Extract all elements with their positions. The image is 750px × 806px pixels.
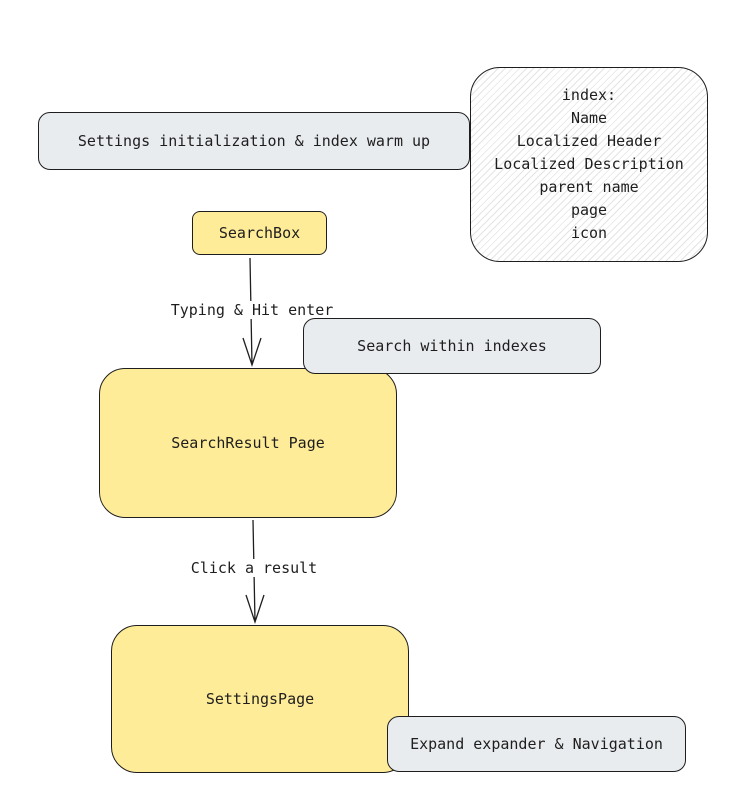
- index-field: parent name: [539, 178, 639, 196]
- settings-init-node: Settings initialization & index warm up: [38, 112, 470, 170]
- index-field: page: [570, 201, 608, 219]
- search-within-node: Search within indexes: [303, 318, 601, 374]
- node-label: Search within indexes: [357, 336, 547, 355]
- index-title: index:: [561, 86, 617, 104]
- node-label: Expand expander & Navigation: [410, 734, 663, 753]
- settings-page-node: SettingsPage: [111, 625, 409, 773]
- index-field: icon: [570, 224, 608, 242]
- node-label: Settings initialization & index warm up: [77, 131, 431, 150]
- search-result-node: SearchResult Page: [99, 368, 397, 518]
- edge-label-typing: Typing & Hit enter: [168, 301, 336, 319]
- edge-label-click: Click a result: [188, 559, 320, 577]
- searchbox-node: SearchBox: [192, 211, 327, 255]
- index-field: Localized Description: [494, 155, 684, 173]
- index-node: index: Name Localized Header Localized D…: [470, 67, 708, 262]
- node-label: SearchResult Page: [171, 433, 325, 452]
- index-field: Name: [570, 109, 608, 127]
- index-field: Localized Header: [516, 132, 662, 150]
- node-label: SettingsPage: [205, 689, 315, 708]
- node-label: SearchBox: [218, 223, 301, 242]
- expand-nav-node: Expand expander & Navigation: [387, 716, 686, 772]
